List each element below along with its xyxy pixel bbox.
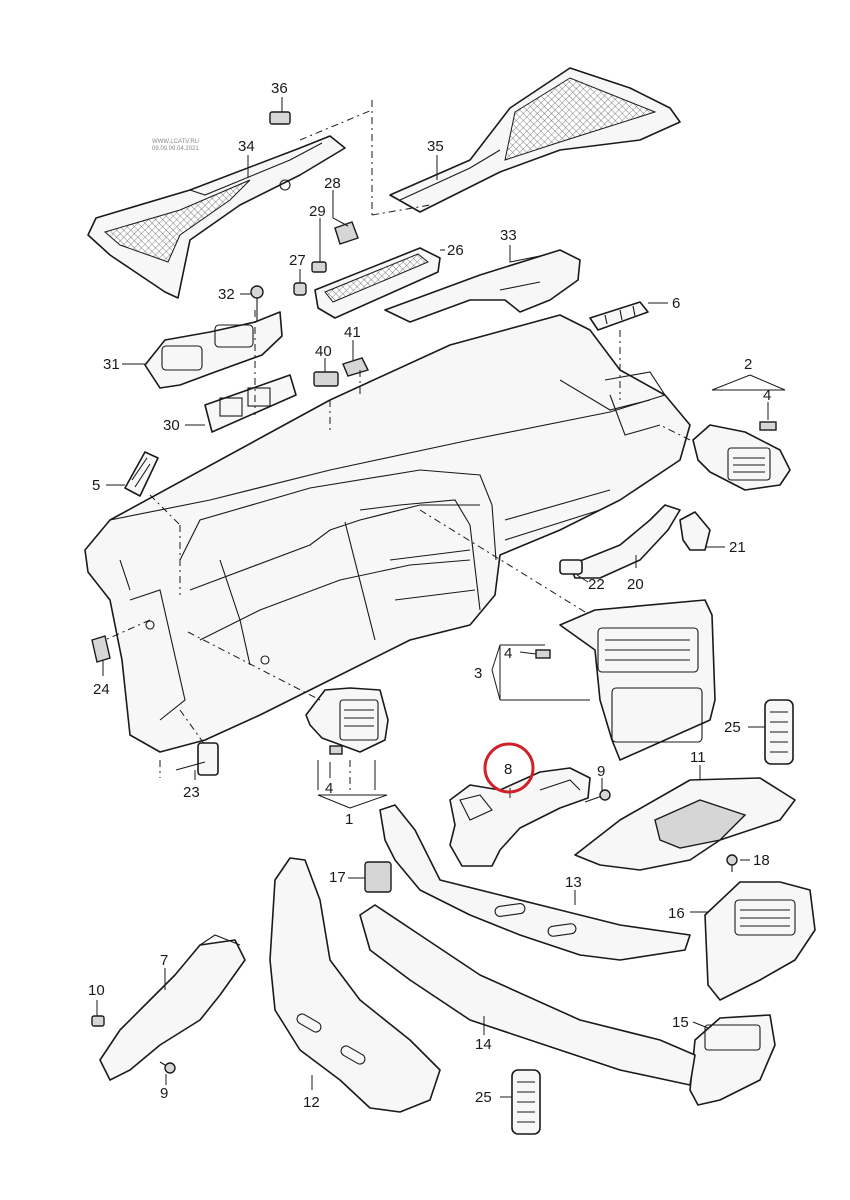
label-21[interactable]: 21: [729, 539, 746, 556]
label-24[interactable]: 24: [93, 681, 110, 698]
part-34-drain-tray-left[interactable]: [87, 135, 346, 299]
part-8-air-duct[interactable]: [449, 767, 591, 867]
part-21-connector[interactable]: [679, 511, 711, 551]
label-36[interactable]: 36: [271, 80, 288, 97]
label-26[interactable]: 26: [447, 242, 464, 259]
label-25-lower[interactable]: 25: [475, 1089, 492, 1106]
watermark-line-2: 09.09.09.04.2021: [152, 146, 199, 152]
label-13[interactable]: 13: [565, 874, 582, 891]
part-30-center-vent-upper[interactable]: [204, 374, 297, 433]
part-20-hose[interactable]: [569, 504, 681, 579]
part-31-air-duct[interactable]: [144, 311, 283, 389]
label-2[interactable]: 2: [744, 356, 752, 373]
part-26-defroster-grille[interactable]: [314, 247, 441, 319]
part-3-center-vent-housing[interactable]: [559, 599, 716, 761]
label-28[interactable]: 28: [324, 175, 341, 192]
part-23-bracket[interactable]: [175, 742, 219, 776]
part-24-clip[interactable]: [91, 635, 111, 663]
label-16[interactable]: 16: [668, 905, 685, 922]
part-33-defroster-channel[interactable]: [384, 249, 581, 323]
label-8[interactable]: 8: [504, 761, 512, 778]
label-40[interactable]: 40: [315, 343, 332, 360]
part-17-clip[interactable]: [364, 861, 392, 893]
part-2-side-vent-right[interactable]: [692, 424, 791, 491]
label-27[interactable]: 27: [289, 252, 306, 269]
part-16-rear-vent[interactable]: [704, 881, 816, 1001]
part-11-rear-duct[interactable]: [574, 777, 796, 871]
part-10-clip[interactable]: [91, 1015, 105, 1027]
label-17[interactable]: 17: [329, 869, 346, 886]
label-4-right[interactable]: 4: [763, 387, 771, 404]
label-4-left[interactable]: 4: [325, 780, 333, 797]
part-40-sensor[interactable]: [313, 371, 339, 387]
part-6-vent[interactable]: [589, 301, 649, 331]
label-31[interactable]: 31: [103, 356, 120, 373]
part-4-clip-center[interactable]: [535, 649, 551, 659]
part-9-screw-lower[interactable]: [159, 1061, 176, 1074]
label-6[interactable]: 6: [672, 295, 680, 312]
watermark-line-1: WWW.LCATV.RU: [152, 139, 199, 145]
label-35[interactable]: 35: [427, 138, 444, 155]
part-7-rear-seat-duct[interactable]: [99, 934, 246, 1081]
part-4-clip-right[interactable]: [759, 421, 777, 431]
part-22-connector[interactable]: [559, 559, 583, 575]
part-15-rear-outlet[interactable]: [689, 1014, 776, 1106]
part-13-floor-duct[interactable]: [379, 804, 691, 961]
label-32[interactable]: 32: [218, 286, 235, 303]
part-5-side-grille[interactable]: [124, 451, 159, 497]
label-11[interactable]: 11: [690, 749, 706, 766]
label-22[interactable]: 22: [588, 576, 605, 593]
part-18-fastener[interactable]: [726, 854, 738, 872]
label-9-upper[interactable]: 9: [597, 763, 605, 780]
part-36-clip[interactable]: [269, 111, 291, 125]
part-27-clip[interactable]: [293, 282, 307, 296]
part-9-screw-upper[interactable]: [584, 789, 611, 803]
label-7[interactable]: 7: [160, 952, 168, 969]
label-33[interactable]: 33: [500, 227, 517, 244]
part-29-clip[interactable]: [311, 261, 327, 273]
label-5[interactable]: 5: [92, 477, 100, 494]
label-10[interactable]: 10: [88, 982, 105, 999]
highlight-circle-part-8: [483, 742, 535, 794]
label-23[interactable]: 23: [183, 784, 200, 801]
label-9-lower[interactable]: 9: [160, 1085, 168, 1102]
label-3[interactable]: 3: [474, 665, 482, 682]
label-25-upper[interactable]: 25: [724, 719, 741, 736]
assembly-lines: [104, 100, 691, 790]
part-1-side-vent-left[interactable]: [305, 687, 389, 753]
label-20[interactable]: 20: [627, 576, 644, 593]
label-18[interactable]: 18: [753, 852, 770, 869]
label-30[interactable]: 30: [163, 417, 180, 434]
label-14[interactable]: 14: [475, 1036, 492, 1053]
part-25-vent-upper[interactable]: [764, 699, 794, 765]
part-35-drain-tray-right[interactable]: [389, 67, 681, 213]
dashboard-main[interactable]: [84, 314, 691, 753]
part-25-vent-lower[interactable]: [511, 1069, 541, 1135]
label-41[interactable]: 41: [344, 324, 361, 341]
callout-labels: 36 34 35 28 29 26 27 33 32 6 31 41 40 2 …: [88, 80, 771, 1111]
part-4-clip-left[interactable]: [329, 745, 343, 755]
label-29[interactable]: 29: [309, 203, 326, 220]
label-1[interactable]: 1: [345, 811, 353, 828]
part-41-sensor[interactable]: [342, 357, 369, 377]
part-14-long-floor-duct[interactable]: [359, 904, 696, 1086]
part-28-clip[interactable]: [334, 221, 359, 245]
label-34[interactable]: 34: [238, 138, 255, 155]
label-4-center[interactable]: 4: [504, 645, 512, 662]
label-15[interactable]: 15: [672, 1014, 689, 1031]
part-12-floor-duct-left[interactable]: [269, 857, 441, 1113]
label-12[interactable]: 12: [303, 1094, 320, 1111]
